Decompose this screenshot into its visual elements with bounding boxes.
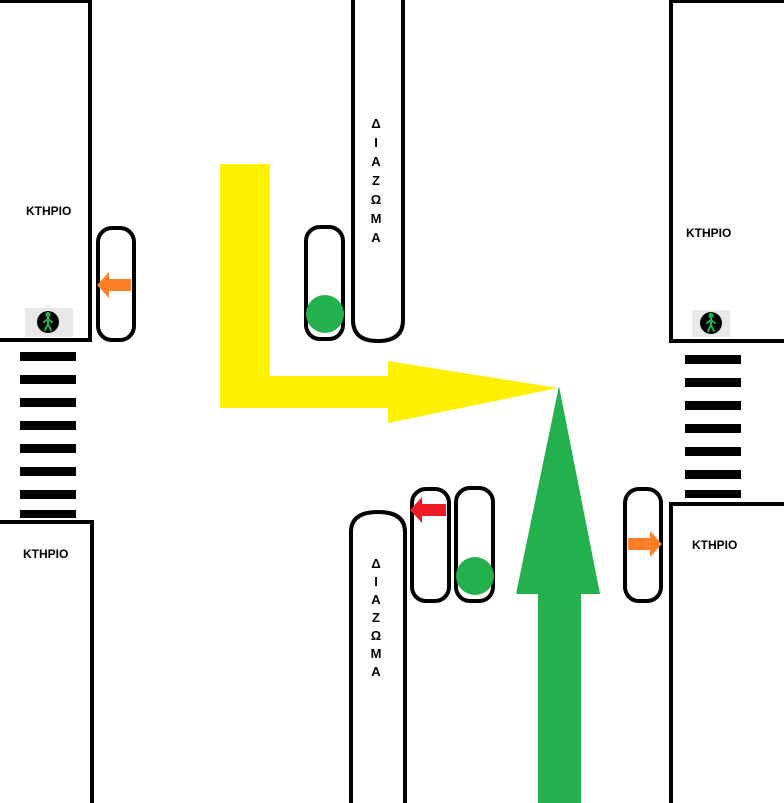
green-light-icon	[306, 295, 344, 333]
median-letter: Ω	[371, 192, 381, 207]
median-letter: Α	[371, 154, 381, 169]
pedestrian-walk-icon	[25, 308, 73, 337]
building-bottom-left: ΚΤΗΡΙΟ	[0, 520, 94, 803]
median-letter: Ζ	[372, 610, 380, 625]
median-letter: Α	[371, 230, 381, 245]
traffic-light-green-top	[304, 225, 345, 341]
building-label: ΚΤΗΡΙΟ	[692, 538, 737, 552]
yellow-turn-arrow	[220, 164, 558, 423]
left-arrow-icon	[410, 497, 446, 523]
median-letter: Δ	[371, 556, 380, 571]
median-letter: Ι	[374, 574, 378, 589]
right-arrow-icon	[628, 531, 662, 557]
crosswalk-left	[20, 352, 76, 518]
building-top-left: ΚΤΗΡΙΟ	[0, 0, 92, 342]
median-letter: Ζ	[372, 173, 380, 188]
median-letter: Α	[371, 592, 381, 607]
traffic-light-right-turn-bottom	[623, 487, 663, 603]
traffic-light-left-turn-bottom	[410, 487, 451, 603]
left-arrow-icon	[97, 272, 131, 298]
traffic-light-green-bottom	[454, 486, 495, 603]
median-letter: Α	[371, 664, 381, 679]
building-top-right: ΚΤΗΡΙΟ	[669, 0, 784, 343]
pedestrian-walk-icon	[692, 310, 730, 337]
traffic-light-left-turn-top	[96, 226, 136, 342]
building-bottom-right: ΚΤΗΡΙΟ	[669, 502, 784, 803]
building-label: ΚΤΗΡΙΟ	[26, 204, 71, 218]
green-straight-arrow	[516, 386, 600, 803]
building-label: ΚΤΗΡΙΟ	[686, 226, 731, 240]
green-light-icon	[456, 557, 494, 595]
median-letter: Δ	[371, 116, 380, 131]
median-letter: Μ	[371, 646, 382, 661]
crosswalk-right	[685, 355, 741, 498]
median-letter: Μ	[371, 211, 382, 226]
building-label: ΚΤΗΡΙΟ	[23, 547, 68, 561]
median-letter: Ι	[374, 135, 378, 150]
median-letter: Ω	[371, 628, 381, 643]
